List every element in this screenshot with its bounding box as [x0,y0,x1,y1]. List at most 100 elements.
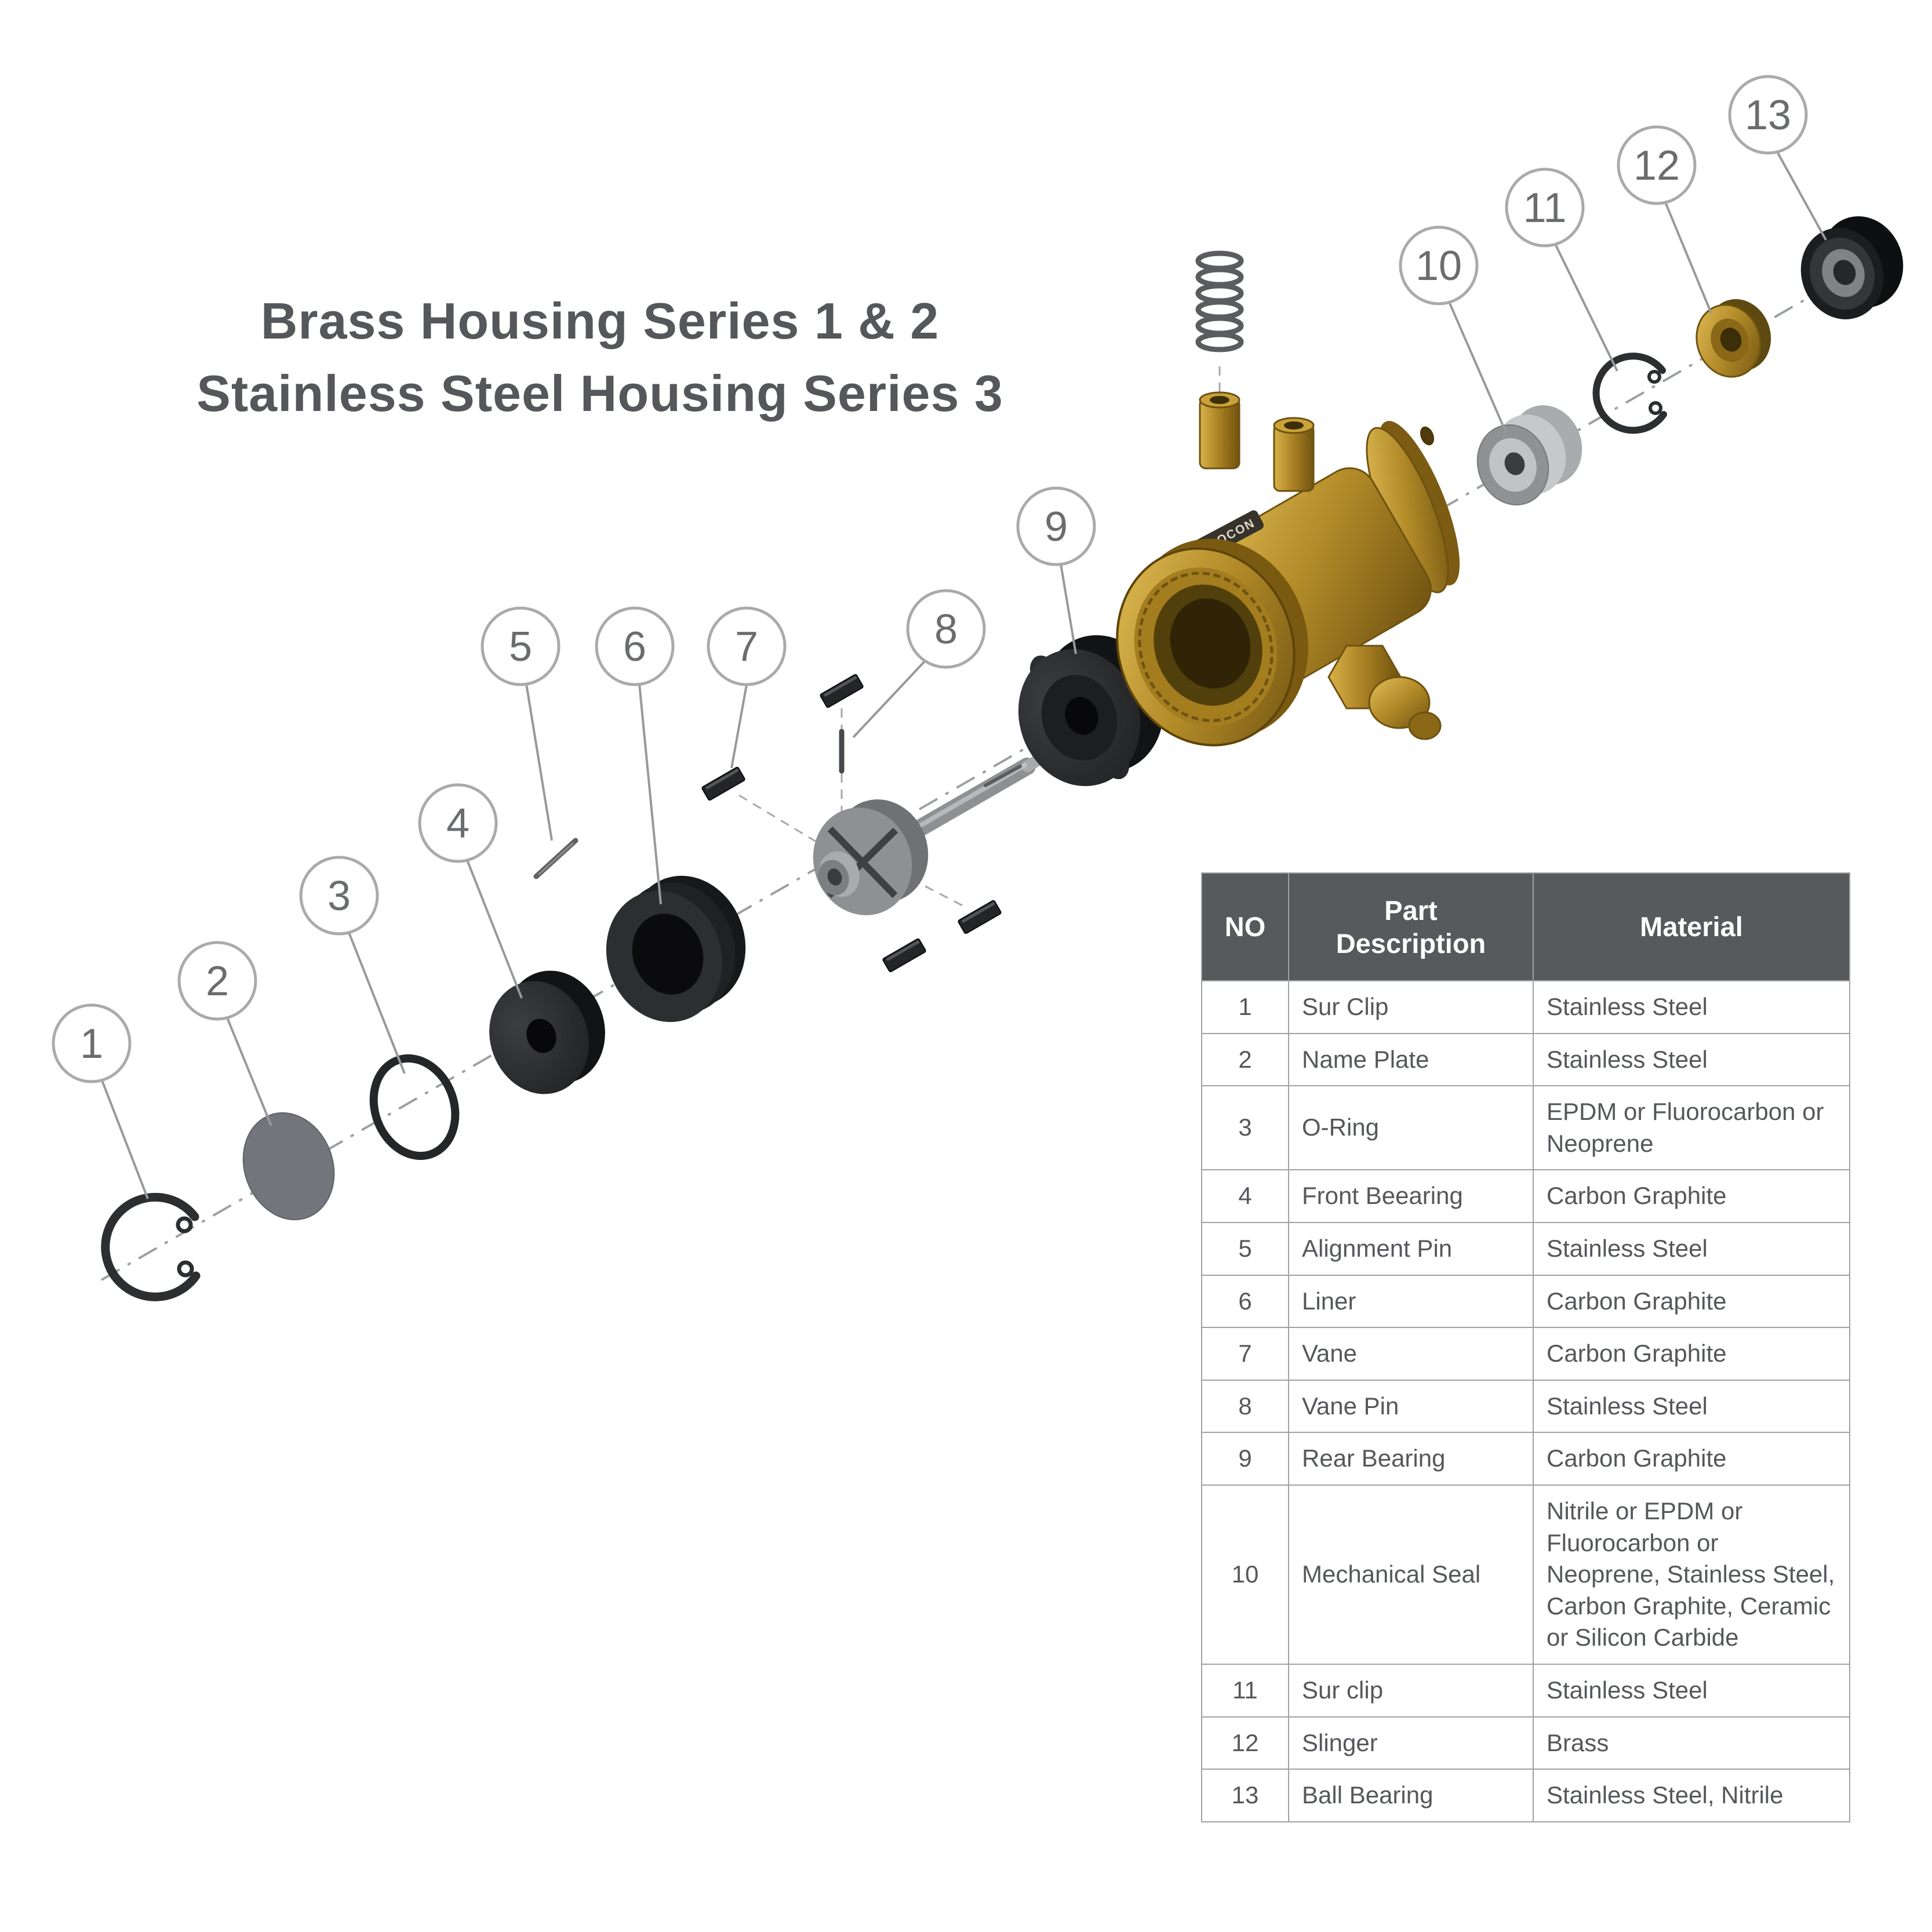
cell-material: Carbon Graphite [1533,1432,1850,1486]
table-row: 2 Name Plate Stainless Steel [1201,1032,1850,1087]
cell-part: Sur Clip [1288,980,1534,1034]
cell-no: 9 [1201,1432,1289,1486]
table-row: 4 Front Beearing Carbon Graphite [1201,1169,1850,1223]
cell-no: 11 [1201,1663,1289,1718]
table-row: 11 Sur clip Stainless Steel [1201,1663,1850,1718]
table-row: 6 Liner Carbon Graphite [1201,1274,1850,1329]
callout-leader [1060,563,1077,654]
cell-part: Sur clip [1288,1663,1534,1718]
callout-circle [1505,168,1585,248]
cell-material: Stainless Steel, Nitrile [1533,1769,1850,1822]
callout-leader [525,683,553,841]
mechanical-seal-part [1476,405,1582,505]
cell-material: Stainless Steel [1533,1663,1850,1718]
cell-no: 5 [1201,1221,1289,1276]
flow-arrow-icon [1323,456,1333,465]
callout-number: 2 [206,958,229,1005]
callout-5: 5 [481,606,561,841]
callout-10: 10 [1399,225,1507,433]
callout-leader [638,683,662,905]
table-header-row: NO Part Description Material [1201,872,1850,981]
o-ring-part [369,1054,460,1160]
callout-circle [1399,225,1479,305]
pump-housing-part: PROCON [1116,391,1460,747]
callout-circle [418,783,498,863]
callout-circle [177,941,257,1021]
rotor-bore [827,868,842,886]
pin-highlight [538,842,574,875]
inlet-port [1199,398,1240,470]
cell-part: Slinger [1288,1716,1534,1770]
spring-coil [1195,315,1244,336]
col-header-material: Material [1533,872,1850,981]
slinger-part [1695,299,1771,378]
vane-guide-line-3 [899,872,963,907]
cell-material: Carbon Graphite [1533,1169,1850,1223]
cell-material: Carbon Graphite [1533,1274,1850,1329]
flow-arrow-icon [1251,421,1261,430]
callout-1: 1 [52,1003,149,1199]
table-body: 1 Sur Clip Stainless Steel 2 Name Plate … [1201,980,1850,1822]
table-header: NO Part Description Material [1201,872,1850,981]
callout-circle [1016,486,1096,566]
cell-part: Rear Bearing [1288,1432,1534,1486]
table-row: 5 Alignment Pin Stainless Steel [1201,1221,1850,1276]
callout-number: 4 [446,801,470,847]
callout-leader [101,1080,149,1199]
vane-top-edge [823,675,857,697]
title-line-1: Brass Housing Series 1 & 2 [260,292,940,350]
callout-12: 12 [1617,125,1712,314]
cell-no: 8 [1201,1379,1289,1433]
callout-leader [730,684,748,769]
cell-part: Ball Bearing [1288,1769,1534,1822]
flange-bolt-hole [1420,426,1435,446]
vane-part [701,674,1002,973]
table-row: 10 Mechanical Seal Nitrile or EPDM or Fl… [1201,1484,1850,1665]
callout-number: 5 [509,624,532,670]
callout-leader [852,660,926,738]
bearing-bore [1833,260,1856,285]
cell-no: 6 [1201,1274,1289,1329]
inlet-port-bore [1210,396,1229,404]
cell-material: EPDM or Fluorocarbon or Neoprene [1533,1085,1850,1171]
cell-part: Mechanical Seal [1288,1484,1534,1665]
cell-no: 4 [1201,1169,1289,1223]
callout-number: 8 [934,606,958,653]
liner-bore [632,914,704,995]
callout-circle [52,1003,132,1083]
callout-circle [1728,75,1808,155]
cell-no: 10 [1201,1484,1289,1665]
cell-material: Stainless Steel [1533,980,1850,1034]
diagram-title: Brass Housing Series 1 & 2 Stainless Ste… [174,285,1026,430]
parts-table-grid: NO Part Description Material 1 Sur Clip … [1201,872,1850,1822]
callout-13: 13 [1728,75,1827,241]
snap-ring-lug-hole [1647,370,1661,384]
parts-table: NO Part Description Material 1 Sur Clip … [1201,872,1850,1822]
shaft-key-flat [984,765,1022,787]
callout-number: 9 [1045,504,1068,550]
cell-part: Name Plate [1288,1032,1534,1087]
callout-leader [1664,202,1712,314]
vane-top-edge [705,768,739,790]
callout-number: 10 [1416,243,1462,289]
cell-part: Vane Pin [1288,1379,1534,1433]
spring-coil [1195,332,1244,352]
spring-coil [1195,299,1244,320]
vane-top-edge [961,901,995,923]
spring-coil [1195,250,1244,271]
callout-circle [481,606,561,686]
vane-slab [882,938,926,973]
table-row: 13 Ball Bearing Stainless Steel, Nitrile [1201,1769,1850,1822]
outlet-port-bore [1284,421,1304,430]
table-row: 1 Sur Clip Stainless Steel [1201,980,1850,1034]
vane-slab [820,674,864,708]
vane-slab [701,766,745,801]
liner-part [606,875,746,1023]
cell-part: Liner [1288,1274,1534,1329]
col-header-no: NO [1201,872,1289,981]
name-plate-part [242,1112,335,1221]
callout-number: 6 [623,624,646,670]
callout-3: 3 [299,856,406,1074]
snap-ring-lug-hole [177,1260,194,1278]
